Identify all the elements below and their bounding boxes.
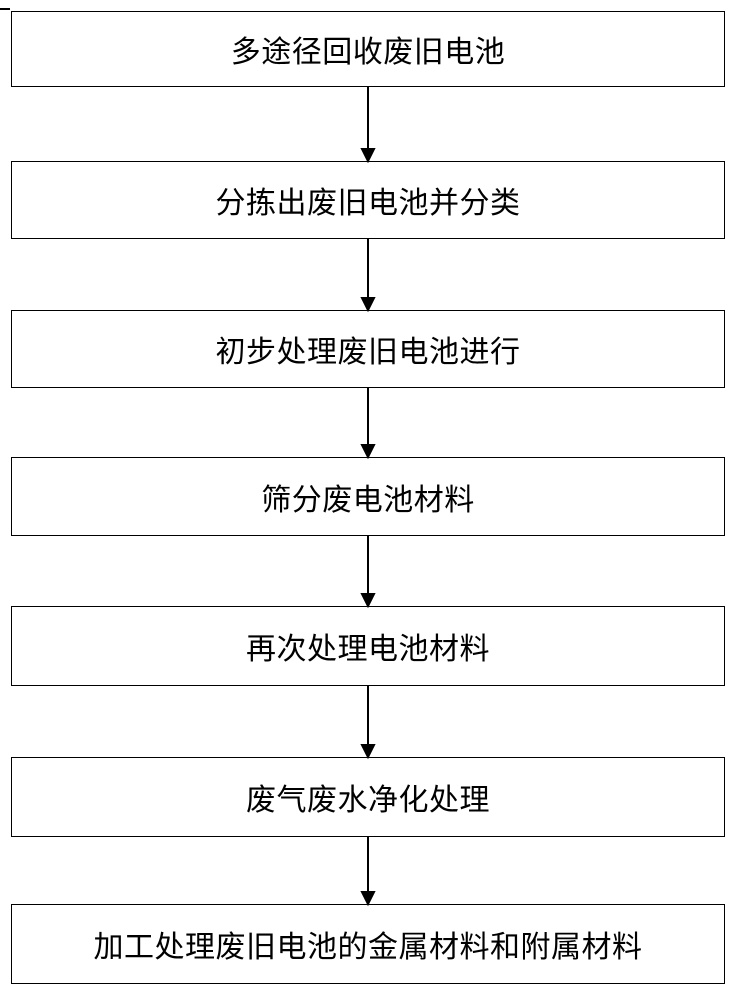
step-label-5: 再次处理电池材料 xyxy=(246,632,490,667)
arrow-3-4-head xyxy=(360,444,376,460)
step-box-1: 多途径回收废旧电池 xyxy=(11,11,725,87)
arrow-4-5-head xyxy=(360,593,376,609)
step-label-4: 筛分废电池材料 xyxy=(261,482,475,518)
step-label-7: 加工处理废旧电池的金属材料和附属材料 xyxy=(93,930,643,965)
step-box-7: 加工处理废旧电池的金属材料和附属材料 xyxy=(11,904,725,984)
step-label-1: 多途径回收废旧电池 xyxy=(230,35,506,70)
step-box-3: 初步处理废旧电池进行 xyxy=(11,310,725,388)
step-box-5: 再次处理电池材料 xyxy=(11,606,725,686)
step-box-6: 废气废水净化处理 xyxy=(11,757,725,837)
arrow-1-2-head xyxy=(360,148,376,164)
arrow-5-6-head xyxy=(360,744,376,760)
step-label-2: 分拣出废旧电池并分类 xyxy=(215,186,521,221)
arrow-2-3-head xyxy=(360,297,376,313)
step-box-4: 筛分废电池材料 xyxy=(11,457,725,536)
corner-mark xyxy=(0,8,10,10)
arrow-6-7-head xyxy=(360,891,376,907)
step-label-6: 废气废水净化处理 xyxy=(246,783,490,818)
step-box-2: 分拣出废旧电池并分类 xyxy=(11,161,725,239)
step-label-3: 初步处理废旧电池进行 xyxy=(215,335,521,370)
